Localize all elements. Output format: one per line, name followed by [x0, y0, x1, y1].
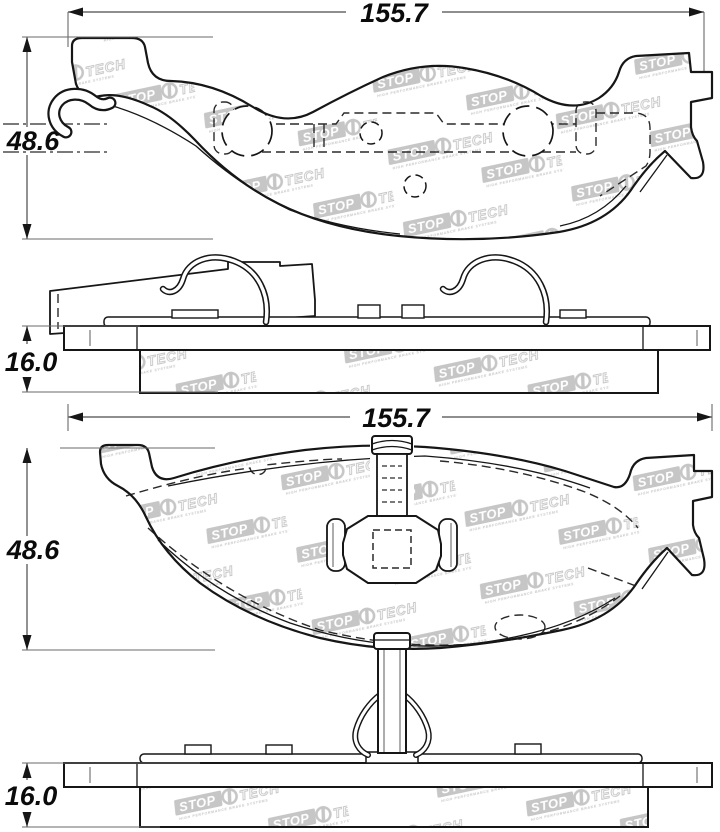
pad1-thickness-dimension: 16.0 — [5, 325, 218, 393]
pad2-width-dimension: 155.7 — [67, 403, 713, 433]
pad1-height-label: 48.6 — [6, 126, 61, 156]
abutment-spring-clips — [159, 254, 550, 326]
backplate-perspective — [49, 261, 316, 335]
pad2-center-clip-side — [352, 632, 432, 764]
pad2-height-dimension: 48.6 — [6, 447, 215, 651]
rivet-hole-lower — [403, 174, 427, 198]
pad1-retainer-hook — [47, 87, 117, 139]
backing-plate-edge2 — [63, 762, 713, 788]
pad1-backplate-view — [3, 36, 714, 241]
pad2-side-view — [63, 632, 713, 828]
pad1-height-dimension: 48.6 — [6, 36, 213, 240]
pad1-width-label: 155.7 — [360, 0, 430, 28]
pad2-width-label: 155.7 — [362, 403, 432, 433]
friction-material-edge — [139, 349, 659, 394]
pad2-center-clip — [326, 435, 458, 584]
centerline-dashes — [3, 123, 110, 153]
pad1-width-dimension: 155.7 — [67, 0, 705, 77]
backing-plate-edge — [63, 325, 711, 351]
pad1-thickness-label: 16.0 — [5, 347, 58, 377]
guide-hole-left — [221, 105, 273, 157]
guide-hole-right — [502, 105, 554, 157]
pad2-thickness-dimension: 16.0 — [5, 762, 200, 828]
friction-material-edge2 — [139, 786, 649, 828]
pad1-side-view — [49, 254, 711, 394]
pad2-thickness-label: 16.0 — [5, 781, 58, 811]
pad2-friction-view — [98, 435, 714, 650]
rivet-hole-upper — [359, 121, 383, 145]
pad2-height-label: 48.6 — [6, 535, 61, 565]
